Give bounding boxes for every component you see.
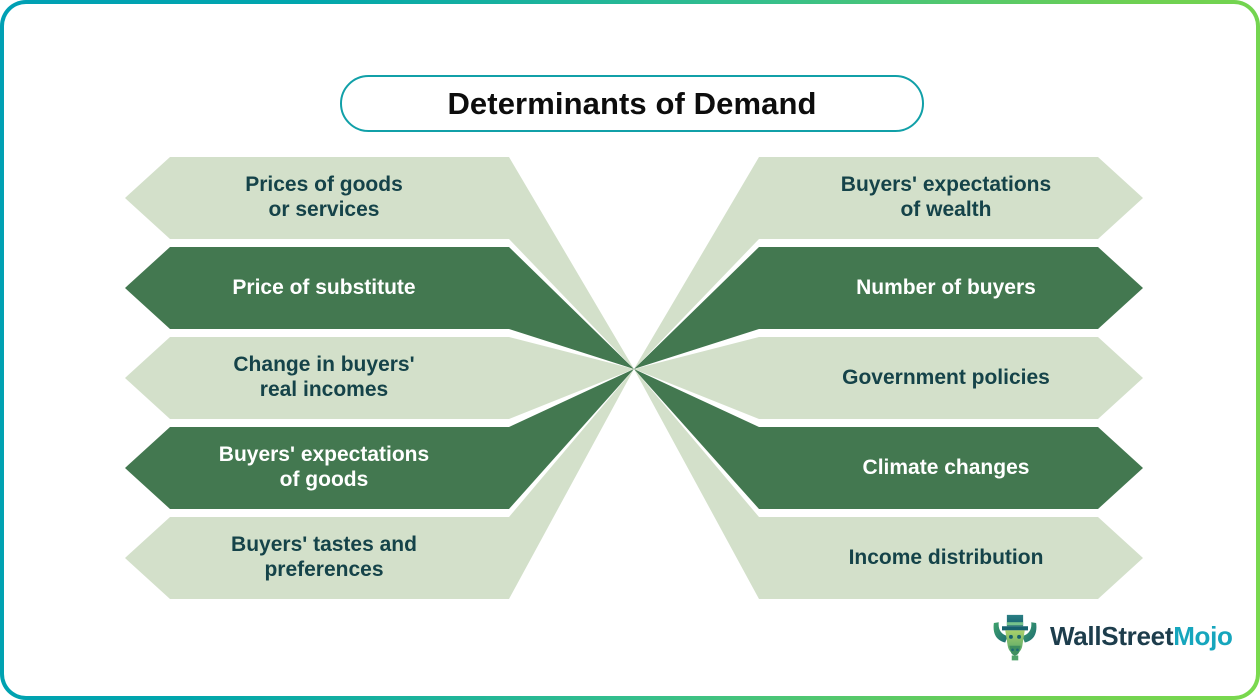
page-title: Determinants of Demand — [340, 75, 924, 132]
determinants-fan-diagram — [125, 157, 1143, 599]
right-band-3[interactable] — [634, 337, 1143, 419]
right-band-2[interactable] — [634, 247, 1143, 369]
brand-wordmark-secondary: Mojo — [1173, 620, 1233, 651]
page-title-text: Determinants of Demand — [447, 85, 817, 121]
left-band-3[interactable] — [125, 337, 634, 419]
left-bands-group — [125, 157, 634, 599]
left-band-5[interactable] — [125, 369, 634, 599]
left-band-1[interactable] — [125, 157, 634, 369]
left-band-2[interactable] — [125, 247, 634, 369]
right-bands-group — [634, 157, 1143, 599]
right-band-5[interactable] — [634, 369, 1143, 599]
right-band-1[interactable] — [634, 157, 1143, 369]
left-band-4[interactable] — [125, 369, 634, 509]
bull-head-tophat-icon — [993, 614, 1037, 661]
brand-wordmark-primary: WallStreet — [1050, 620, 1174, 651]
brand-logo: WallStreetMojo — [989, 608, 1233, 664]
right-band-4[interactable] — [634, 369, 1143, 509]
brand-wordmark: WallStreetMojo — [1050, 621, 1233, 652]
